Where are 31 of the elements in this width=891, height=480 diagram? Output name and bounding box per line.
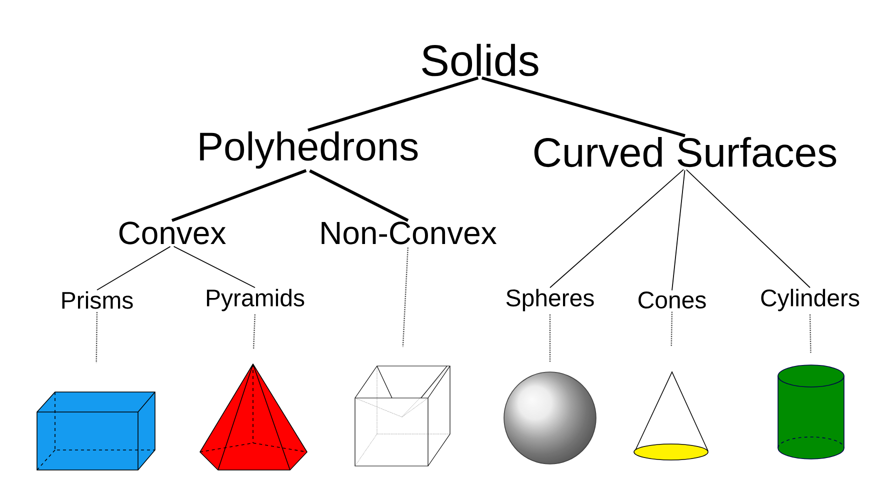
dotted-line <box>402 248 408 347</box>
tree-line <box>686 169 810 288</box>
category-label: Prisms <box>62 291 133 309</box>
dotted-line <box>670 312 673 347</box>
dotted-line <box>809 314 812 353</box>
category-label: Cones <box>638 292 706 308</box>
tree-line <box>308 76 479 132</box>
tree-line <box>173 246 256 288</box>
category-label: Curved Surfaces <box>534 136 836 168</box>
category-label: Cylinders <box>761 288 860 312</box>
category-label: Pyramids <box>206 288 304 312</box>
category-label: Solids <box>422 44 538 76</box>
tree-line <box>96 246 171 290</box>
dotted-line <box>549 314 551 363</box>
category-label: Convex <box>119 222 226 244</box>
pyramid-drawing <box>200 364 308 470</box>
tree-line <box>309 169 409 222</box>
cone-drawing <box>634 371 708 460</box>
prism-drawing <box>36 392 156 470</box>
non-convex-solid-drawing <box>354 366 450 466</box>
dotted-line <box>252 314 256 349</box>
tree-line <box>550 169 684 288</box>
category-label: Spheres <box>506 288 594 312</box>
category-label: Non-Convex <box>322 222 497 244</box>
cylinder-drawing <box>778 364 844 460</box>
tree-line <box>171 169 307 222</box>
tree-line <box>482 76 686 138</box>
dotted-line <box>96 312 98 363</box>
sphere-drawing <box>504 372 596 464</box>
tree-line <box>672 170 686 291</box>
category-label: Polyhedrons <box>200 131 418 169</box>
